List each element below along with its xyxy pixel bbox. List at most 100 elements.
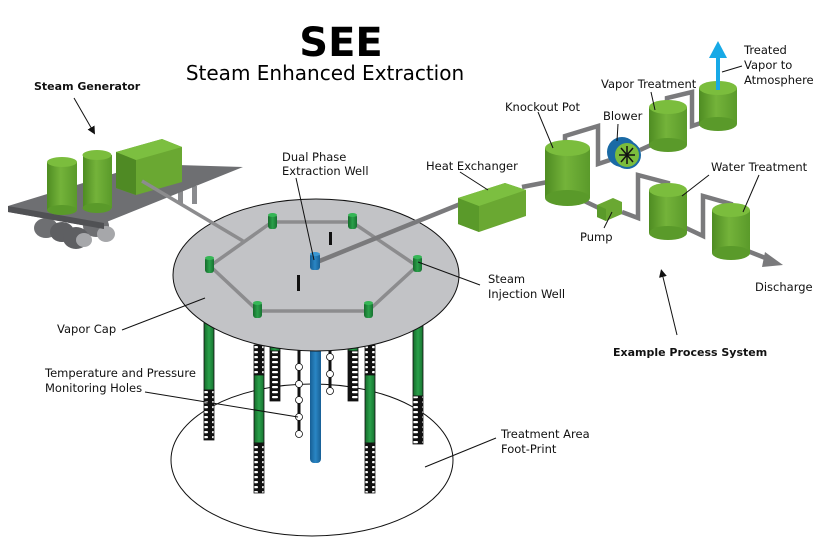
steam-injection-wellhead xyxy=(253,301,262,318)
label-treated: Treated xyxy=(743,43,787,57)
pump-side xyxy=(597,205,606,221)
trailer-leg xyxy=(192,186,197,204)
wellheads xyxy=(205,213,422,318)
labels: Steam Generator Dual Phase Extraction We… xyxy=(34,43,814,456)
generator-tank-top xyxy=(47,157,77,167)
well-screen xyxy=(412,395,424,445)
injection-well-casing xyxy=(412,319,424,397)
generator-tank xyxy=(83,155,112,208)
cap-marker xyxy=(329,232,332,245)
vapor-treatment-vessel xyxy=(699,117,737,131)
well-screen xyxy=(253,344,265,376)
process-system xyxy=(458,41,783,267)
knockout-pot-base xyxy=(545,190,590,206)
water-treatment-vessel xyxy=(712,210,750,253)
wells-below-cap xyxy=(203,319,424,494)
monitoring-sensor xyxy=(295,363,303,371)
monitoring-sensor xyxy=(326,370,334,378)
monitoring-sensor xyxy=(295,380,303,388)
generator-tank xyxy=(47,162,77,210)
trailer-deck-side xyxy=(8,206,104,229)
label-temperature-pressure: Temperature and Pressure xyxy=(44,366,196,380)
generator-tank-top xyxy=(82,150,112,160)
injection-well-casing xyxy=(203,319,215,391)
heat-exchanger-side xyxy=(458,198,479,232)
vapor-treatment-vessel xyxy=(649,138,687,152)
title: SEE xyxy=(299,20,382,66)
steam-generator-leader xyxy=(73,97,95,135)
knockout-pot-top xyxy=(545,140,590,156)
label-vapor-cap: Vapor Cap xyxy=(57,322,116,336)
blower-leader xyxy=(616,123,619,142)
blower-fan-icon xyxy=(607,137,641,169)
steam-injection-wellhead xyxy=(205,256,214,273)
treated-vapor-leader xyxy=(721,65,743,73)
cap-marker xyxy=(297,275,300,291)
extraction-well-shaft xyxy=(310,345,321,463)
well-screen xyxy=(253,442,265,494)
well-screen xyxy=(269,350,281,402)
vapor-treatment-leader xyxy=(650,91,656,111)
knockout-pot xyxy=(545,148,590,198)
label-monitoring-holes: Monitoring Holes xyxy=(45,381,142,395)
injection-well-casing xyxy=(253,374,265,444)
label-steam: Steam xyxy=(488,272,525,286)
steam-injection-wellhead xyxy=(348,213,357,229)
monitoring-sensor xyxy=(295,396,303,404)
label-dual-phase: Dual Phase xyxy=(282,150,346,164)
label-knockout-pot: Knockout Pot xyxy=(505,100,580,114)
label-vapor-treatment: Vapor Treatment xyxy=(601,77,697,91)
monitoring-holes-leader xyxy=(144,391,299,418)
vapor-cap xyxy=(172,198,460,352)
label-extraction-well: Extraction Well xyxy=(282,164,369,178)
label-blower: Blower xyxy=(603,109,643,123)
pot-to-blower-pipe xyxy=(562,122,611,168)
label-treatment-area: Treatment Area xyxy=(500,427,590,441)
example-process-leader xyxy=(659,269,678,336)
knockout-pot-leader xyxy=(537,111,554,149)
label-discharge: Discharge xyxy=(755,280,813,294)
generator-tank xyxy=(47,205,77,215)
generator-box-top xyxy=(116,139,182,160)
water-treatment-vessel xyxy=(649,190,687,233)
subtitle: Steam Enhanced Extraction xyxy=(186,61,464,85)
label-heat-exchanger: Heat Exchanger xyxy=(426,159,518,173)
water-treatment-vessel-top xyxy=(712,203,750,217)
label-vapor-to: Vapor to xyxy=(744,58,792,72)
treated-vapor-arrow-head-icon xyxy=(709,41,727,58)
steam-injection-wellhead xyxy=(413,255,422,272)
water-treatment-vessel xyxy=(649,226,687,240)
well-screen xyxy=(364,442,376,494)
vapor-cap-leader xyxy=(121,297,206,331)
well-screen xyxy=(364,344,376,376)
label-foot-print: Foot-Print xyxy=(501,442,557,456)
water-treatment-leader xyxy=(742,174,760,213)
vapor-link-pipe xyxy=(664,89,708,130)
label-pump: Pump xyxy=(580,230,613,244)
steam-supply-pipe xyxy=(141,179,244,243)
monitoring-sensor xyxy=(295,430,303,438)
label-steam-generator: Steam Generator xyxy=(34,80,141,93)
footprint-leader xyxy=(424,437,497,468)
generator-tank xyxy=(82,203,112,213)
generator-box-side xyxy=(116,152,136,195)
treated-vapor-arrow-icon xyxy=(716,55,720,90)
well-screen xyxy=(347,350,359,402)
pump-leader xyxy=(603,211,613,229)
well-screen xyxy=(203,389,215,441)
water-treatment-vessel-top xyxy=(649,183,687,197)
vapor-treatment-vessel-top xyxy=(649,100,687,114)
trailer-leg xyxy=(178,188,183,204)
heat-exchanger-top xyxy=(458,183,526,206)
wheel-hub xyxy=(97,226,115,242)
label-injection-well: Injection Well xyxy=(488,287,565,301)
label-water-treatment: Water Treatment xyxy=(711,160,808,174)
wheel-hub xyxy=(76,233,92,247)
steam-generator-trailer xyxy=(8,139,243,249)
discharge-arrow-icon xyxy=(762,252,783,267)
injection-well-casing xyxy=(364,374,376,444)
monitoring-sensor xyxy=(326,353,334,361)
leader-lines xyxy=(73,65,760,468)
steam-injection-wellhead xyxy=(364,301,373,318)
